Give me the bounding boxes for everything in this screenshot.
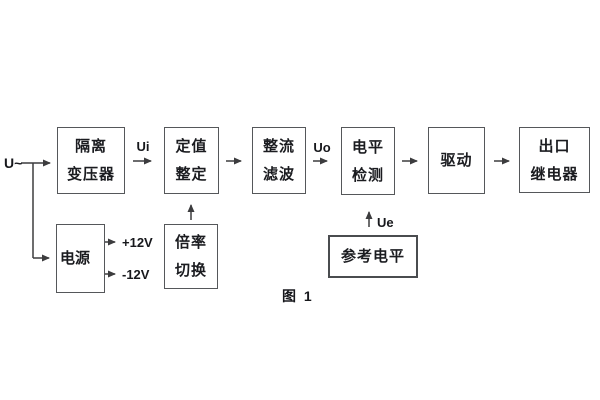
- ue-signal-label: Ue: [377, 215, 394, 230]
- block-label-line: 检测: [351, 166, 384, 184]
- block-label-line: 电平: [351, 138, 384, 156]
- block-label-line: 隔离: [74, 138, 107, 155]
- block-reference-level: 参考电平: [328, 235, 418, 278]
- figure-caption: 图 1: [282, 288, 314, 304]
- positive-rail-label: +12V: [122, 235, 153, 250]
- block-label-line: 驱动: [440, 152, 473, 169]
- uo-signal-label: Uo: [313, 140, 331, 155]
- block-label-line: 整流: [262, 138, 295, 155]
- block-label-line: 继电器: [530, 165, 579, 183]
- block-power-supply: 电源: [56, 224, 105, 293]
- block-label-line: 定值: [175, 138, 208, 155]
- block-label-line: 滤波: [262, 166, 295, 183]
- block-label-line: 整定: [175, 166, 208, 183]
- block-isolation-transformer: 隔离 变压器: [57, 127, 125, 194]
- block-rectifier-filter: 整流 滤波: [252, 127, 306, 194]
- negative-rail-label: -12V: [122, 267, 150, 282]
- block-driver: 驱动: [428, 127, 485, 194]
- input-voltage-label: U~: [4, 155, 23, 171]
- block-ratio-switch: 倍率 切换: [164, 224, 218, 289]
- block-level-detect: 电平 检测: [341, 127, 395, 195]
- block-label-line: 电源: [60, 250, 91, 267]
- block-label-line: 变压器: [66, 166, 115, 183]
- block-label-line: 参考电平: [340, 248, 405, 265]
- block-label-line: 切换: [174, 262, 207, 279]
- block-setting-adjust: 定值 整定: [164, 127, 219, 194]
- block-label-line: 出口: [538, 137, 571, 155]
- block-label-line: 倍率: [174, 234, 207, 251]
- block-output-relay: 出口 继电器: [519, 127, 590, 193]
- ui-signal-label: Ui: [136, 139, 150, 154]
